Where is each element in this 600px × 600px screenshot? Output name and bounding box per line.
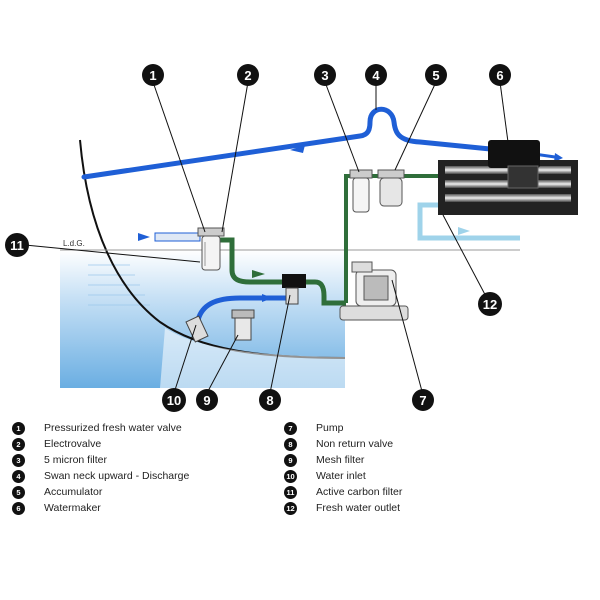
feed-flow-arrow bbox=[252, 270, 265, 278]
badge-3: 3 bbox=[314, 64, 336, 86]
badge-11: 11 bbox=[5, 233, 29, 257]
legend-number: 2 bbox=[12, 437, 25, 451]
legend-label: Electrovalve bbox=[44, 438, 102, 450]
legend-item: 9 Mesh filter bbox=[284, 453, 364, 467]
svg-text:3: 3 bbox=[321, 68, 328, 83]
legend-number: 9 bbox=[284, 453, 297, 467]
water-inlet bbox=[185, 315, 209, 343]
outlet-flow-arrow bbox=[458, 227, 470, 235]
active-carbon-filter bbox=[197, 227, 225, 271]
legend-item: 3 5 micron filter bbox=[12, 453, 107, 467]
mesh-filter bbox=[231, 309, 255, 341]
badge-7: 7 bbox=[412, 389, 434, 411]
svg-text:1: 1 bbox=[149, 68, 156, 83]
legend-item: 12 Fresh water outlet bbox=[284, 501, 400, 515]
legend-label: Water inlet bbox=[316, 470, 366, 482]
legend-item: 2 Electrovalve bbox=[12, 437, 101, 451]
svg-text:11: 11 bbox=[10, 238, 24, 253]
fresh-water-outlet-pipe bbox=[417, 202, 520, 241]
svg-text:2: 2 bbox=[244, 68, 251, 83]
sea-inlet-pipe bbox=[138, 233, 293, 321]
watermaker bbox=[438, 140, 578, 215]
legend-number: 6 bbox=[12, 501, 25, 515]
discharge-flow-arrow bbox=[290, 145, 305, 153]
legend-item: 5 Accumulator bbox=[12, 485, 102, 499]
pump bbox=[339, 261, 409, 321]
svg-text:12: 12 bbox=[483, 297, 497, 312]
svg-text:7: 7 bbox=[419, 393, 426, 408]
legend-number: 10 bbox=[284, 469, 297, 483]
legend-number: 8 bbox=[284, 437, 297, 451]
legend-label: 5 micron filter bbox=[44, 454, 108, 466]
badge-9: 9 bbox=[196, 389, 218, 411]
waterline-label: L.d.G. bbox=[63, 239, 85, 248]
legend-label: Pressurized fresh water valve bbox=[44, 422, 182, 434]
svg-text:9: 9 bbox=[203, 393, 210, 408]
legend-number: 12 bbox=[284, 501, 297, 515]
svg-text:5: 5 bbox=[432, 68, 439, 83]
badge-2: 2 bbox=[237, 64, 259, 86]
legend-number: 7 bbox=[284, 421, 297, 435]
legend-number: 4 bbox=[12, 469, 25, 483]
legend-item: 4 Swan neck upward - Discharge bbox=[12, 469, 189, 483]
svg-text:8: 8 bbox=[266, 393, 273, 408]
badge-6: 6 bbox=[489, 64, 511, 86]
legend-item: 1 Pressurized fresh water valve bbox=[12, 421, 182, 435]
legend-item: 8 Non return valve bbox=[284, 437, 393, 451]
product-flow-arrow bbox=[554, 153, 563, 162]
legend-number: 3 bbox=[12, 453, 25, 467]
inlet-flow-arrow bbox=[262, 294, 273, 302]
badge-1: 1 bbox=[142, 64, 164, 86]
badge-4: 4 bbox=[365, 64, 387, 86]
legend-label: Swan neck upward - Discharge bbox=[44, 470, 190, 482]
svg-text:10: 10 bbox=[167, 393, 181, 408]
legend-label: Accumulator bbox=[44, 486, 103, 498]
badge-12: 12 bbox=[478, 292, 502, 316]
fresh-supply-arrow bbox=[138, 233, 150, 241]
legend-label: Pump bbox=[316, 422, 344, 434]
legend-number: 1 bbox=[12, 421, 25, 435]
pressurized-fresh-water-valve bbox=[154, 232, 201, 242]
legend-label: Non return valve bbox=[316, 438, 394, 450]
badge-10: 10 bbox=[162, 388, 186, 412]
legend-label: Fresh water outlet bbox=[316, 502, 401, 514]
legend-label: Mesh filter bbox=[316, 454, 365, 466]
badge-5: 5 bbox=[425, 64, 447, 86]
legend-label: Watermaker bbox=[44, 502, 101, 514]
leader-lines bbox=[24, 81, 509, 396]
legend-item: 7 Pump bbox=[284, 421, 343, 435]
legend-item: 6 Watermaker bbox=[12, 501, 101, 515]
non-return-valve bbox=[282, 274, 306, 305]
accumulator bbox=[377, 169, 405, 207]
waterline: L.d.G. bbox=[60, 239, 520, 251]
legend-number: 11 bbox=[284, 485, 297, 499]
legend-item: 11 Active carbon filter bbox=[284, 485, 402, 499]
legend-item: 10 Water inlet bbox=[284, 469, 366, 483]
feed-pipe bbox=[212, 174, 450, 306]
legend-number: 5 bbox=[12, 485, 25, 499]
legend-label: Active carbon filter bbox=[316, 486, 403, 498]
five-micron-filter bbox=[349, 169, 373, 213]
boat-hull bbox=[79, 139, 346, 388]
svg-text:6: 6 bbox=[496, 68, 503, 83]
badge-8: 8 bbox=[259, 389, 281, 411]
svg-text:4: 4 bbox=[372, 68, 380, 83]
